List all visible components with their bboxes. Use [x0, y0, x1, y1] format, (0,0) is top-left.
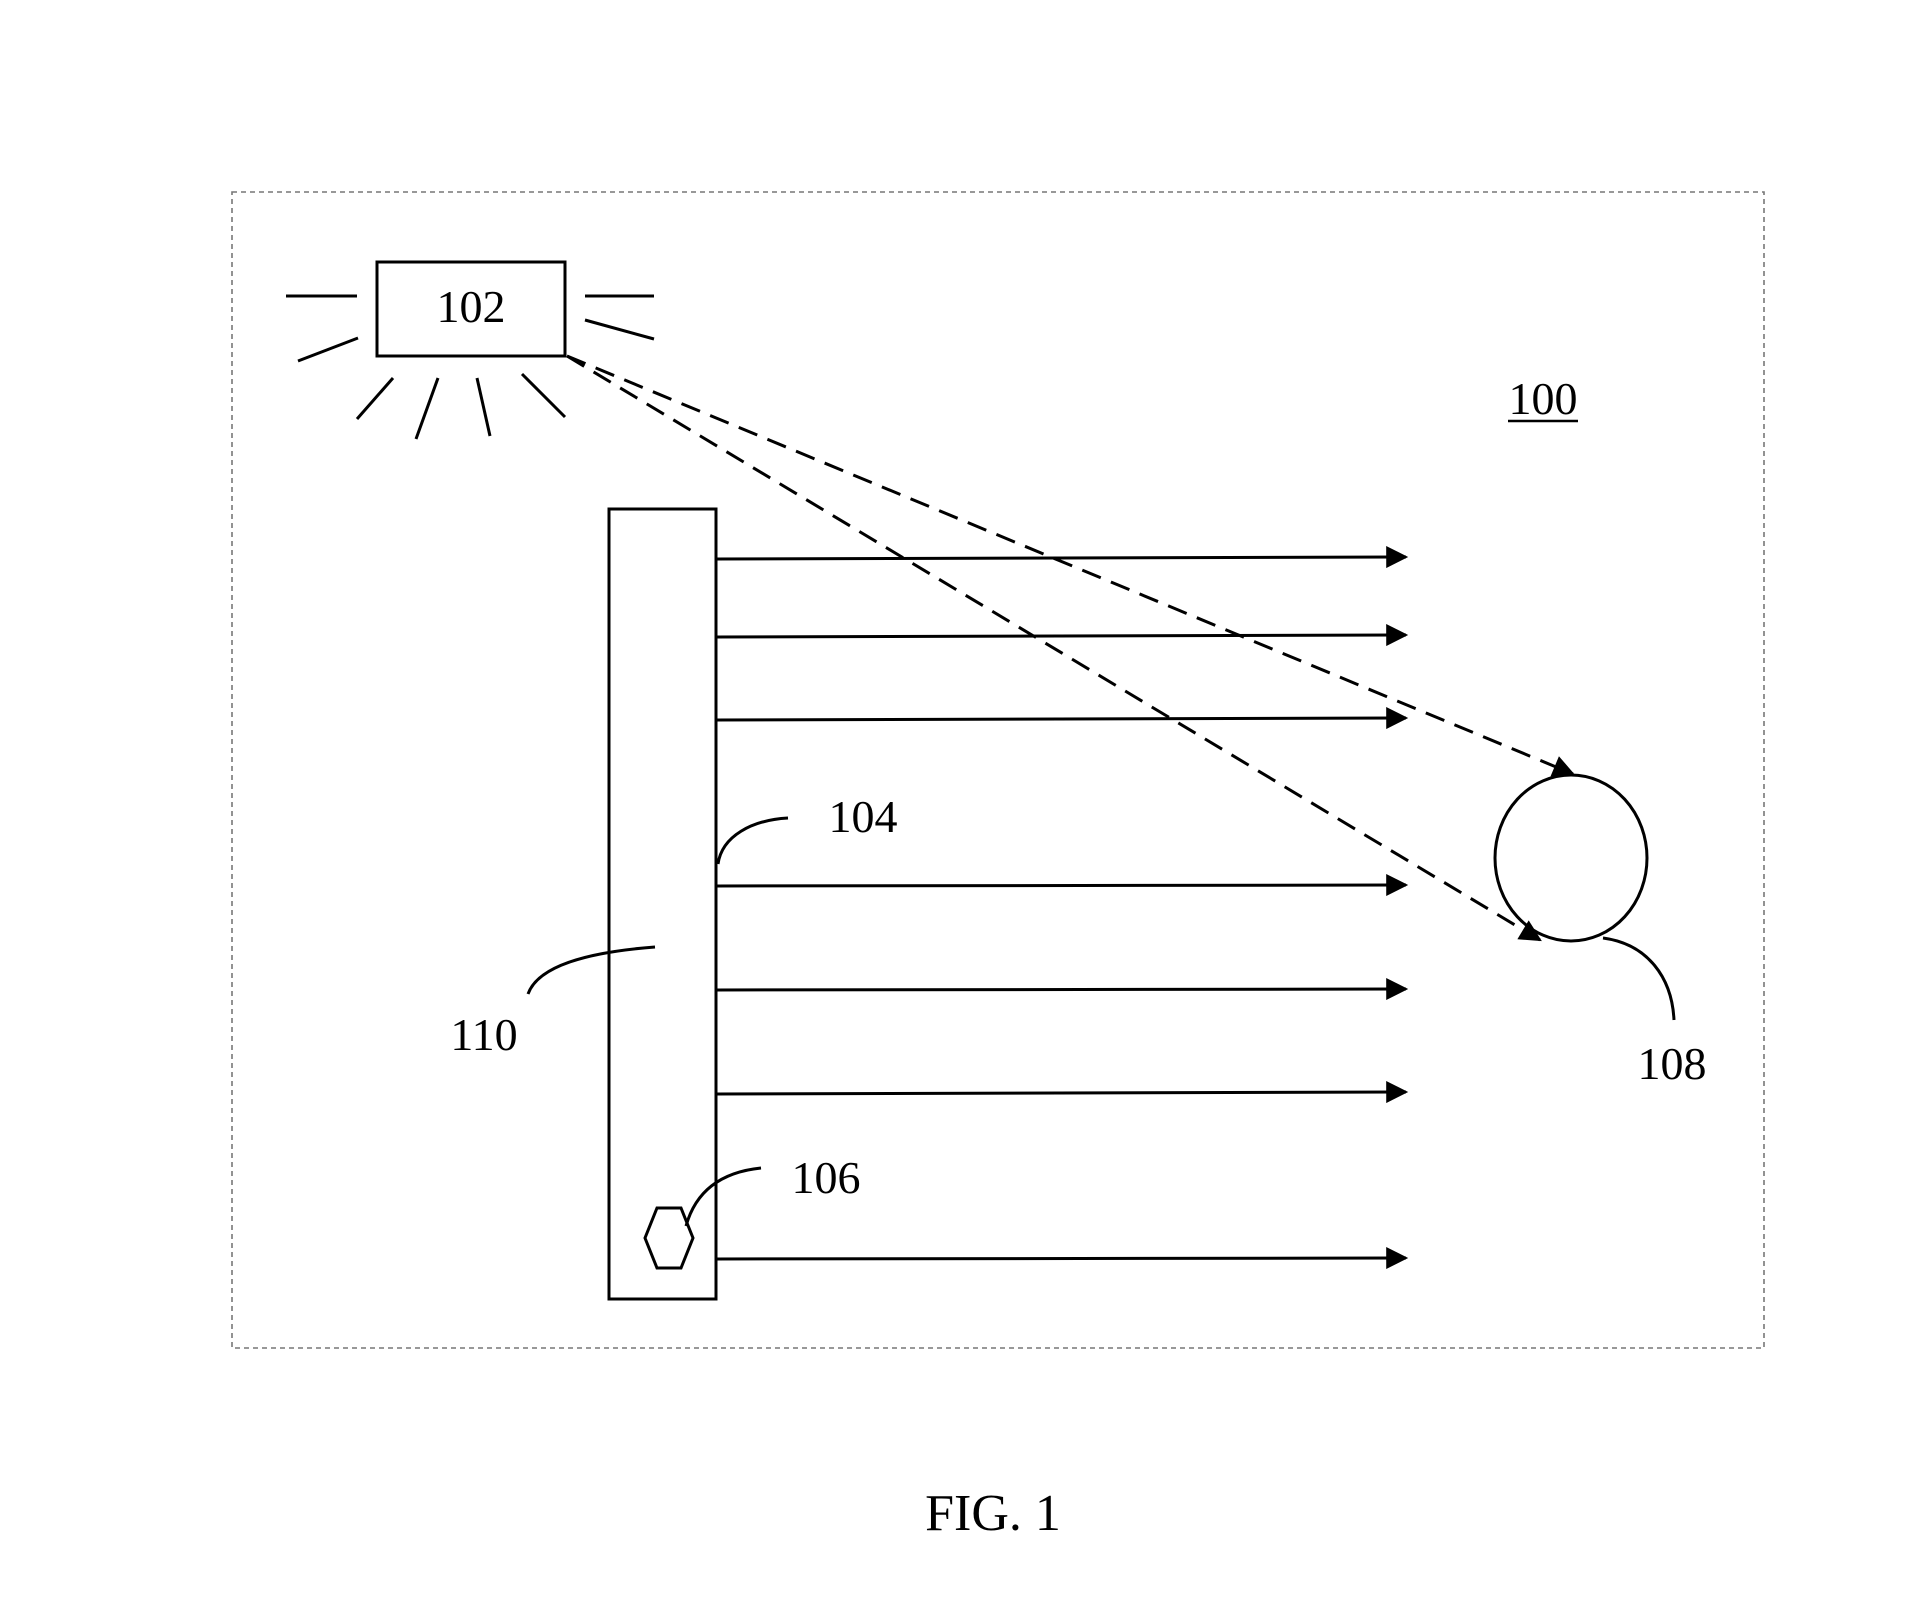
projection-line-lower	[567, 356, 1540, 940]
projection-line-upper	[567, 356, 1573, 774]
beam-4	[716, 885, 1406, 886]
light-source-label: 102	[437, 281, 506, 332]
target-label: 108	[1638, 1038, 1707, 1089]
beam-3	[716, 718, 1406, 720]
figure-caption: FIG. 1	[925, 1485, 1061, 1542]
system-boundary	[232, 192, 1764, 1348]
leader-106	[686, 1168, 761, 1226]
leader-110	[528, 947, 655, 994]
beam-5	[716, 989, 1406, 990]
surface-label: 104	[829, 791, 898, 842]
circle-shape	[1495, 775, 1647, 941]
leader-104	[718, 818, 788, 864]
panel-label: 110	[450, 1009, 517, 1060]
leader-108	[1603, 938, 1674, 1020]
beam-7	[716, 1258, 1406, 1259]
beam-2	[716, 635, 1406, 637]
projection-lines	[567, 356, 1573, 940]
beam-6	[716, 1092, 1406, 1094]
hexagon-icon	[645, 1208, 693, 1268]
beam-1	[716, 557, 1406, 559]
panel	[609, 509, 716, 1299]
sensor-label: 106	[792, 1152, 861, 1203]
system-label: 100	[1509, 373, 1578, 424]
